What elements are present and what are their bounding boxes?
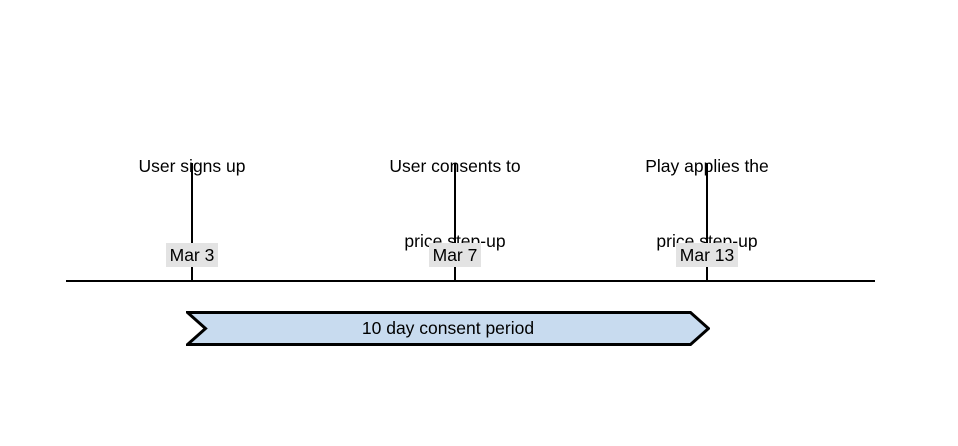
event-date-wrap-signup: Mar 3 [92, 243, 292, 267]
timeline-axis [66, 280, 875, 282]
event-caption-line: Play applies the [645, 156, 769, 176]
consent-period-banner: 10 day consent period [186, 311, 710, 346]
event-date-wrap-apply: Mar 13 [607, 243, 807, 267]
event-tick-signup [191, 163, 193, 282]
event-caption-consent: User consents to price step-up [305, 104, 605, 304]
event-tick-apply [706, 163, 708, 282]
event-caption-line: User consents to [389, 156, 521, 176]
event-caption-line: User signs up [138, 156, 246, 176]
event-tick-consent [454, 163, 456, 282]
event-date-wrap-consent: Mar 7 [355, 243, 555, 267]
event-date-chip-signup: Mar 3 [165, 243, 219, 267]
event-date-chip-apply: Mar 13 [675, 243, 739, 267]
consent-period-arrow-shape [186, 311, 710, 346]
event-date-chip-consent: Mar 7 [428, 243, 482, 267]
event-caption-signup: User signs up [42, 104, 342, 229]
